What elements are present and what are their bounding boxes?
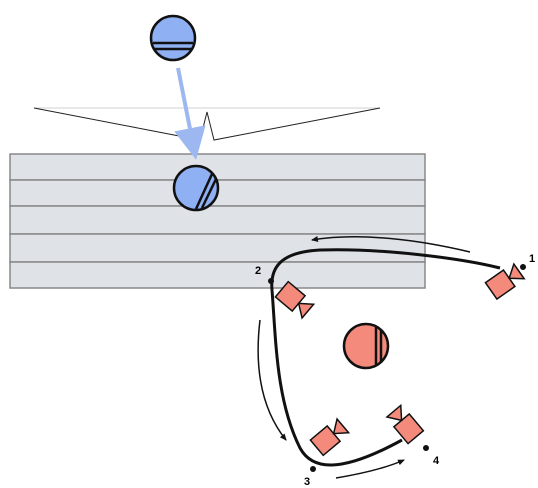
waypoint-4-dot	[423, 445, 429, 451]
camera-1-icon	[484, 262, 526, 301]
waypoint-2-label: 2	[255, 265, 261, 277]
waypoint-1-label: 1	[529, 253, 535, 265]
blue-ball-top-icon	[149, 14, 197, 62]
camera-2-icon	[274, 280, 316, 320]
waypoint-1-dot	[520, 264, 526, 270]
plate-5	[9, 261, 426, 289]
direction-arrow-3	[335, 459, 405, 479]
camera-4-icon	[385, 403, 425, 445]
camera-path	[270, 248, 501, 467]
direction-arrow-2	[257, 319, 287, 441]
blue-ball-plate-icon	[172, 164, 220, 212]
plate-3	[9, 205, 426, 235]
waypoint-3-label: 3	[304, 476, 310, 488]
waypoint-3-dot	[310, 466, 316, 472]
direction-arrow-1	[311, 236, 471, 253]
plate-stack	[9, 153, 426, 289]
plate-1	[9, 153, 426, 181]
waypoint-4-label: 4	[433, 455, 440, 467]
plate-4	[9, 233, 426, 263]
camera-3-icon	[309, 417, 351, 457]
plane-outline	[33, 107, 381, 141]
red-ball-icon	[342, 322, 390, 370]
drop-arrow	[174, 67, 206, 160]
waypoint-2-dot	[268, 278, 274, 284]
